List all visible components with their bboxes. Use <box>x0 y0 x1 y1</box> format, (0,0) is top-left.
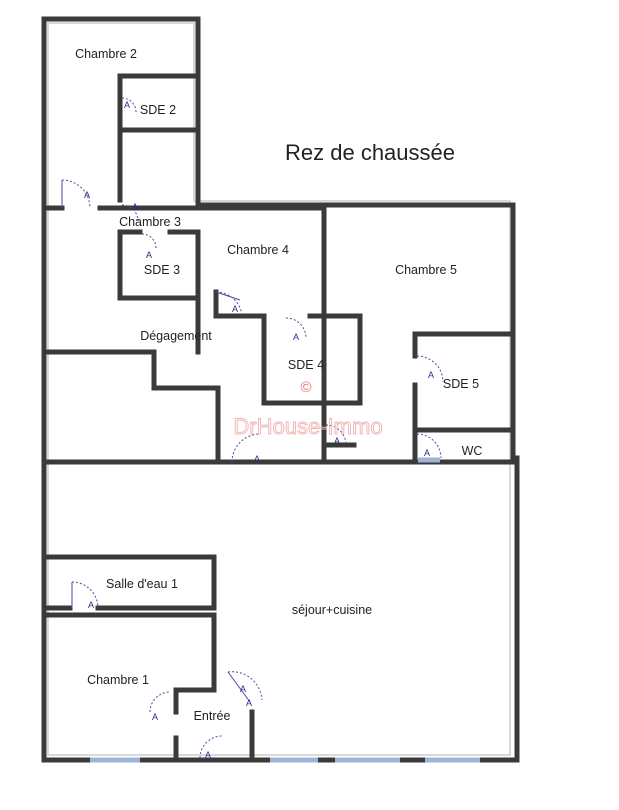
svg-text:A: A <box>424 448 430 458</box>
svg-text:A: A <box>88 600 94 610</box>
label-chambre-1: Chambre 1 <box>87 673 149 687</box>
watermark: © DrHouse-Immo <box>233 379 383 439</box>
door-sde-3: A <box>141 233 157 260</box>
wall-sde-4 <box>261 313 363 406</box>
wall-salle-eau-1 <box>41 554 217 611</box>
doors: A A A A A A A A <box>61 97 444 760</box>
watermark-text: DrHouse-Immo <box>233 414 382 439</box>
svg-text:A: A <box>132 202 138 212</box>
watermark-copyright: © <box>300 379 311 396</box>
svg-text:A: A <box>246 698 252 708</box>
door-wc: A <box>416 433 442 459</box>
svg-text:A: A <box>334 436 340 446</box>
label-chambre-4: Chambre 4 <box>227 243 289 257</box>
svg-text:A: A <box>146 250 152 260</box>
label-chambre-2: Chambre 2 <box>75 47 137 61</box>
label-wc: WC <box>462 444 483 458</box>
label-sde-5: SDE 5 <box>443 377 479 391</box>
door-entree-main: A <box>199 735 223 760</box>
wall-corridor-openings <box>215 445 327 465</box>
wall-chambre-1 <box>41 612 217 763</box>
label-salle-eau-1: Salle d'eau 1 <box>106 577 178 591</box>
svg-text:A: A <box>124 100 130 110</box>
door-corridor: A <box>231 433 260 464</box>
outer-wall-upper <box>41 16 516 461</box>
door-salle-eau-1: A <box>71 581 99 610</box>
door-sde-4: A <box>285 317 307 342</box>
svg-text:A: A <box>84 190 90 200</box>
svg-text:A: A <box>205 750 211 760</box>
label-chambre-5: Chambre 5 <box>395 263 457 277</box>
label-sde-3: SDE 3 <box>144 263 180 277</box>
door-entree-side: A A <box>227 671 263 708</box>
door-chambre-4: A <box>215 291 243 317</box>
label-sde-4: SDE 4 <box>288 358 324 372</box>
door-chambre-1: A <box>149 691 171 722</box>
svg-text:A: A <box>428 370 434 380</box>
svg-text:A: A <box>240 684 246 694</box>
wall-shading <box>47 22 511 756</box>
label-degagement: Dégagement <box>140 329 212 343</box>
label-entree: Entrée <box>194 709 231 723</box>
svg-text:A: A <box>293 332 299 342</box>
plan-title: Rez de chaussée <box>285 140 455 165</box>
door-sde-5: A <box>416 355 444 383</box>
windows <box>90 457 480 763</box>
door-chambre-2: A <box>61 179 91 209</box>
svg-text:A: A <box>232 304 238 314</box>
svg-text:A: A <box>152 712 158 722</box>
wall-chambre-4 <box>195 205 327 319</box>
wall-sde-2 <box>117 73 201 133</box>
label-sejour-cuisine: séjour+cuisine <box>292 603 372 617</box>
label-chambre-3: Chambre 3 <box>119 215 181 229</box>
interior-walls <box>41 73 513 763</box>
door-chambre-3: A <box>121 202 139 222</box>
door-sde-2: A <box>121 97 137 113</box>
room-labels: Chambre 2 SDE 2 Chambre 3 SDE 3 Chambre … <box>75 47 482 723</box>
wall-degagement-left <box>41 349 221 465</box>
label-sde-2: SDE 2 <box>140 103 176 117</box>
svg-text:A: A <box>254 454 260 464</box>
door-corridor-right: A <box>325 424 347 446</box>
